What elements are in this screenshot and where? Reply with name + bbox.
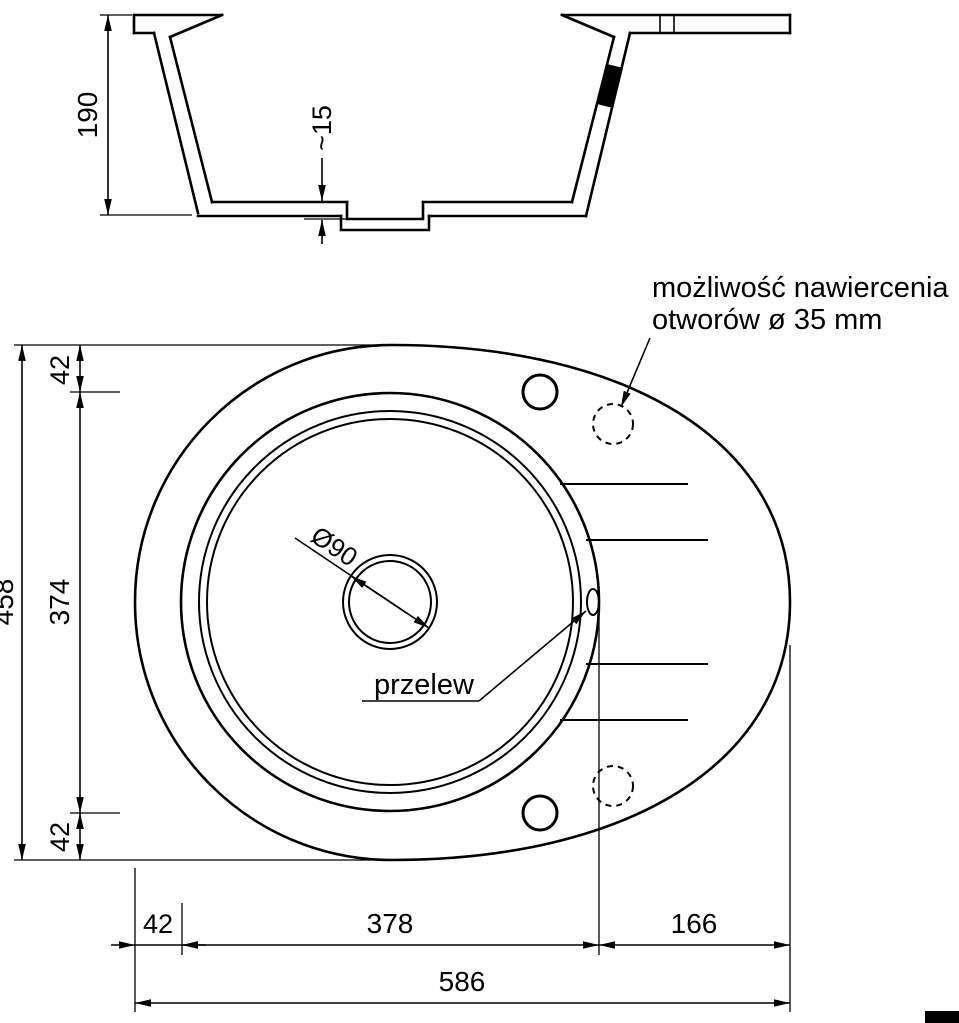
- dim-label-overall-height: 458: [0, 579, 19, 626]
- dimension-top-offset-42: 42: [45, 345, 84, 392]
- sink-outline: [133, 343, 792, 862]
- dimension-overall-height-458: 458: [0, 345, 26, 860]
- drain-inner-circle: [348, 560, 432, 644]
- section-drain-recess-inner: [345, 200, 425, 221]
- section-outer-wall-left: [152, 31, 200, 215]
- drain-outer-circle: [342, 554, 438, 650]
- overflow-callout: przelew: [362, 610, 587, 702]
- dim-label-bowl-width: 378: [367, 908, 414, 939]
- drill-hole-annotation: możliwość nawiercenia otworów ø 35 mm: [620, 272, 949, 408]
- section-outer-wall-right: [584, 31, 632, 218]
- plan-dimensions: 458 42 374 42 42 378: [0, 344, 791, 1012]
- dimension-bowl-span-374: 374: [44, 392, 84, 813]
- dim-label-top-offset: 42: [45, 355, 75, 385]
- section-drain-recess-outer: [339, 214, 431, 232]
- annotation-line2: otworów ø 35 mm: [652, 304, 882, 336]
- faucet-hole-bottom: [521, 794, 559, 832]
- dimension-drain-diameter: Ø90: [294, 520, 430, 629]
- diameter-arrow: [350, 575, 409, 615]
- overflow-label: przelew: [374, 669, 475, 701]
- dimension-overall-width-586: 586: [135, 966, 790, 1007]
- dimension-bottom-offset-42: 42: [45, 813, 84, 860]
- optional-drill-hole-top: [592, 403, 634, 445]
- leader-line: [478, 610, 587, 702]
- bowl-inner-circle: [206, 418, 574, 786]
- dim-label-drainer-width: 166: [671, 908, 718, 939]
- section-overflow-opening: [597, 64, 623, 108]
- faucet-hole-top: [521, 373, 559, 411]
- section-rim-bevel-left: [168, 13, 224, 39]
- dim-label-left-offset: 42: [143, 909, 173, 939]
- cross-section-view: 190 ~15: [72, 13, 792, 244]
- plan-view: Ø90 przelew możliwość nawiercenia otworó…: [133, 272, 949, 862]
- corner-print-mark: [925, 1011, 959, 1023]
- dimension-drainer-width-166: 166: [599, 908, 790, 949]
- dimension-recess-15: ~15: [304, 105, 347, 244]
- dimension-left-offset-42: 42: [111, 909, 206, 949]
- optional-drill-hole-bottom: [592, 765, 634, 807]
- section-rim-bevel-right: [560, 13, 616, 39]
- dim-label-height: 190: [72, 92, 103, 139]
- section-inner-wall-right: [570, 35, 616, 204]
- dim-label-bowl-span: 374: [44, 579, 75, 626]
- section-inner-wall-left: [168, 35, 214, 204]
- dim-label-overall-width: 586: [439, 966, 486, 997]
- bowl-middle-circle: [198, 410, 582, 794]
- dimension-height-190: 190: [72, 14, 192, 216]
- annotation-line1: możliwość nawiercenia: [652, 272, 949, 304]
- dimension-bowl-width-378: 378: [182, 908, 599, 949]
- annotation-leader-line: [620, 337, 651, 408]
- dim-label-recess: ~15: [307, 105, 337, 151]
- dim-label-bottom-offset: 42: [45, 822, 75, 852]
- overflow-slot: [586, 588, 600, 616]
